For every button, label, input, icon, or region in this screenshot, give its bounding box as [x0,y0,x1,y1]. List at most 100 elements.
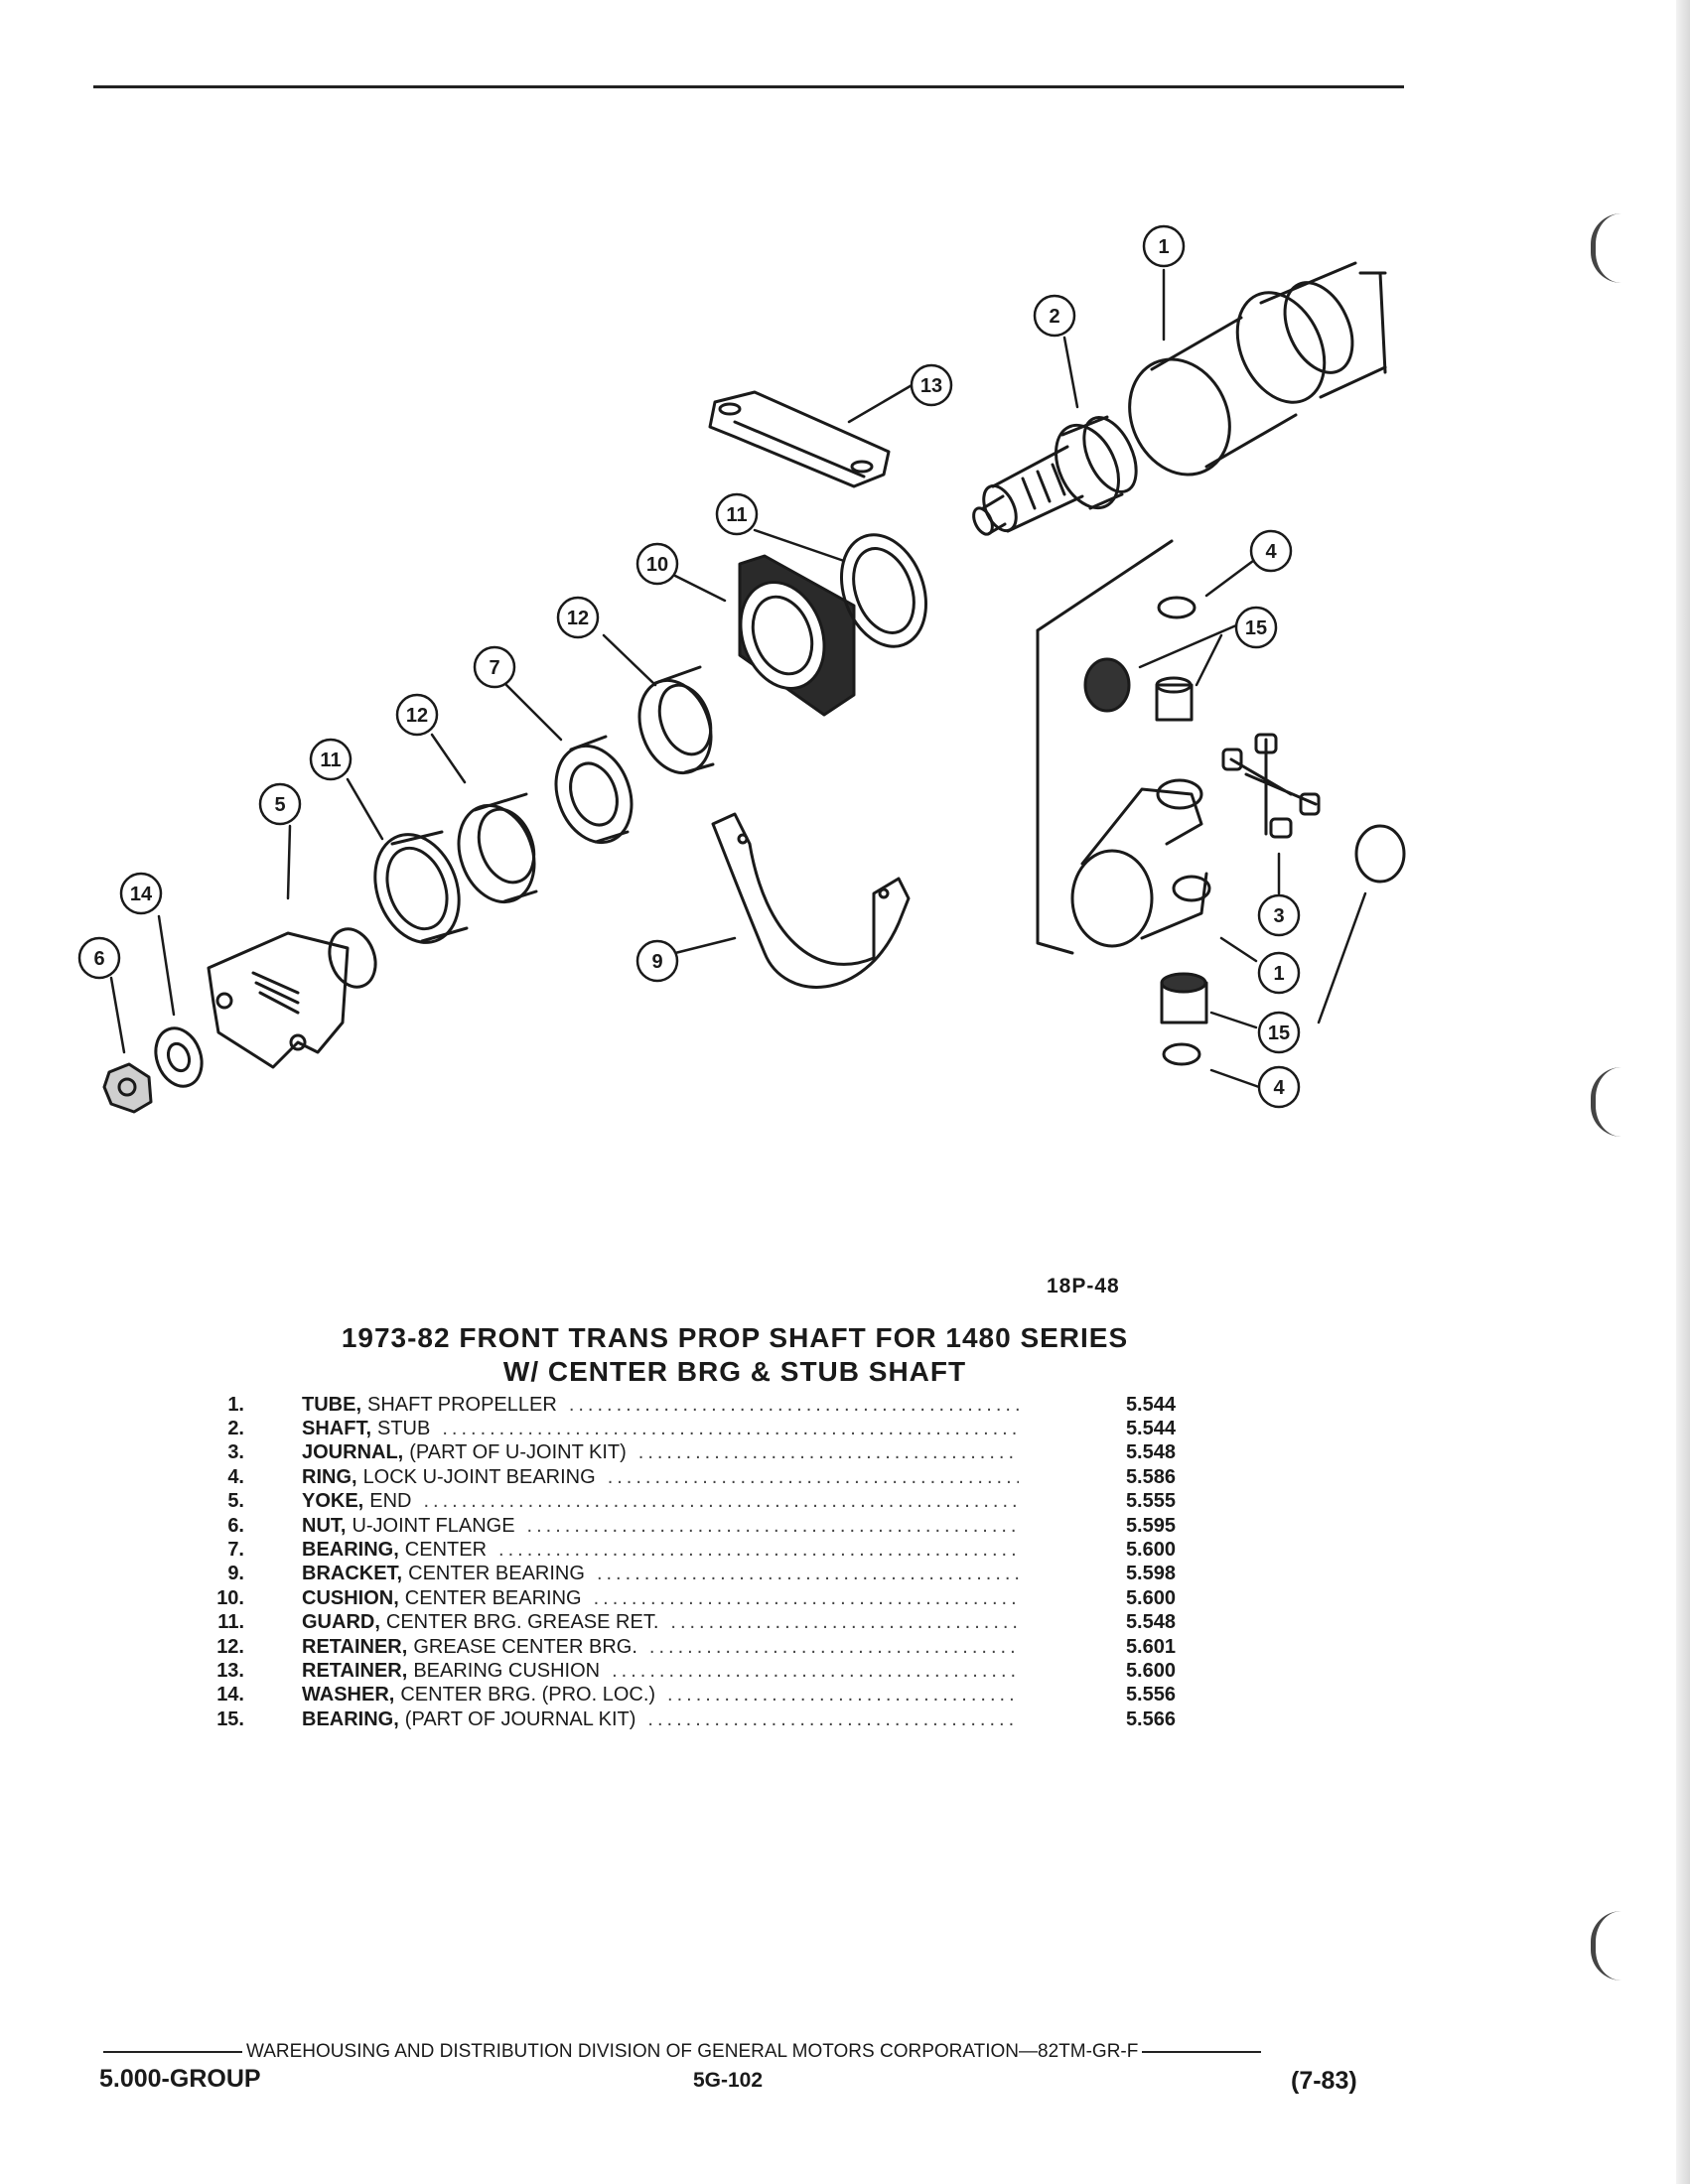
part-description: BEARING,CENTER [302,1539,1076,1562]
part-description: JOURNAL,(PART OF U-JOINT KIT) [302,1441,1076,1464]
leader-dots [442,1418,1019,1440]
group-label: 5.000-GROUP [99,2065,261,2093]
part-name: JOURNAL, [302,1441,404,1464]
part-description: TUBE, SHAFT PROPELLER [302,1394,1076,1417]
part-code: 5.600 [1125,1539,1176,1562]
leader-dots [667,1684,1019,1706]
lock-ring-part [1162,1042,1201,1066]
callout-number: 15 [1245,617,1267,639]
part-number: 3. [227,1441,244,1464]
part-name: RETAINER, [302,1659,408,1682]
part-number: 7. [227,1539,244,1562]
part-code: 5.566 [1125,1707,1176,1730]
leader-dots [423,1490,1019,1513]
parts-list-row: 5.YOKE,END5.555 [187,1490,1239,1514]
callout-bubble: 15 [1257,1011,1301,1054]
part-detail: GREASE CENTER BRG. [413,1635,637,1658]
callout-number: 6 [93,948,104,970]
callout-bubble: 3 [1257,893,1301,937]
part-description: CUSHION,CENTER BEARING [302,1587,1076,1610]
part-name: NUT, [302,1514,347,1537]
part-detail: (PART OF U-JOINT KIT) [409,1441,627,1464]
part-code: 5.586 [1125,1465,1176,1488]
callout-number: 10 [646,554,668,576]
parts-list-row: 10.CUSHION,CENTER BEARING5.600 [187,1586,1239,1610]
parts-list-row: 13.RETAINER,BEARING CUSHION5.600 [187,1659,1239,1683]
parts-list-row: 15. BEARING,(PART OF JOURNAL KIT) 5.566 [187,1707,1239,1731]
part-detail: CENTER BEARING [408,1563,585,1585]
journal-cross-part [1221,733,1321,839]
part-name: TUBE, [302,1393,361,1416]
grease-retainer-part [457,792,538,904]
lock-ring-part [1157,596,1197,619]
part-description: WASHER,CENTER BRG. (PRO. LOC.) [302,1684,1076,1706]
grease-guard-part [839,533,928,648]
part-number: 1. [227,1393,244,1416]
date-code: (7-83) [1291,2067,1357,2095]
part-name: RETAINER, [302,1635,408,1658]
callout-number: 12 [406,705,428,727]
part-number: 12. [216,1635,244,1658]
part-number: 4. [227,1465,244,1488]
part-name: WASHER, [302,1684,395,1706]
parts-list-row: 7. BEARING,CENTER 5.600 [187,1538,1239,1562]
part-description: RETAINER,GREASE CENTER BRG. [302,1636,1076,1659]
part-number: 5. [227,1490,244,1513]
callout-bubble: 6 [77,936,121,980]
callout-number: 12 [567,608,589,629]
callout-number: 1 [1158,236,1169,258]
part-detail: END [369,1490,412,1513]
callout-bubble: 11 [715,492,759,536]
stub-shaft-part [972,415,1138,536]
callout-number: 4 [1265,541,1277,563]
callout-number: 5 [274,794,285,816]
center-bearing-part [554,735,634,845]
grease-guard-part [373,830,469,944]
leader-dots [498,1539,1019,1562]
callout-bubble: 12 [556,596,600,639]
callout-number: 9 [651,951,662,973]
part-detail: BEARING CUSHION [413,1659,601,1682]
leader-dots [597,1563,1019,1585]
callout-bubble: 11 [309,738,352,781]
callout-bubble: 4 [1249,529,1293,573]
part-detail: LOCK U-JOINT BEARING [362,1465,596,1488]
part-number: 6. [227,1514,244,1537]
part-description: NUT,U-JOINT FLANGE [302,1515,1076,1538]
part-detail: U-JOINT FLANGE [352,1514,515,1537]
part-number: 15. [216,1707,244,1730]
part-name: BRACKET, [302,1563,403,1585]
callout-bubble: 13 [910,363,953,407]
parts-list-row: 9.BRACKET,CENTER BEARING5.598 [187,1563,1239,1586]
parts-list-row: 6.NUT,U-JOINT FLANGE5.595 [187,1514,1239,1538]
part-name: BEARING, [302,1707,399,1730]
part-code: 5.600 [1125,1659,1176,1682]
journal-bearing-part [1354,824,1406,884]
part-detail: (PART OF JOURNAL KIT) [404,1707,636,1730]
parts-list: 1.TUBE,SHAFT PROPELLER5.5442.SHAFT,STUB5… [187,1393,1239,1731]
footer-rule [103,2051,242,2053]
part-detail: SHAFT PROPELLER [367,1393,557,1416]
callout-number: 14 [130,884,153,905]
callout-bubble: 12 [395,693,439,737]
callout-number: 2 [1049,306,1059,328]
part-name: GUARD, [302,1611,380,1634]
part-description: BEARING,(PART OF JOURNAL KIT) [302,1708,1076,1731]
part-description: RETAINER,BEARING CUSHION [302,1660,1076,1683]
parts-list-row: 2.SHAFT,STUB5.544 [187,1417,1239,1440]
callout-bubble: 10 [635,542,679,586]
center-bearing-bracket-part [711,812,911,989]
flange-nut-part [102,1062,153,1114]
part-detail: STUB [377,1418,431,1440]
page-title: 1973-82 FRONT TRANS PROP SHAFT FOR 1480 … [341,1322,1129,1353]
callout-number: 7 [489,657,499,679]
part-description: RING,LOCK U-JOINT BEARING [302,1466,1076,1489]
callout-bubble: 7 [473,645,516,689]
footer-text: WAREHOUSING AND DISTRIBUTION DIVISION OF… [246,2041,1139,2062]
binder-hole-mark [1591,213,1621,283]
callout-number: 3 [1273,905,1284,927]
callout-number: 1 [1273,963,1284,985]
parts-list-row: 14.WASHER,CENTER BRG. (PRO. LOC.)5.556 [187,1684,1239,1707]
leader-dots [569,1394,1019,1417]
